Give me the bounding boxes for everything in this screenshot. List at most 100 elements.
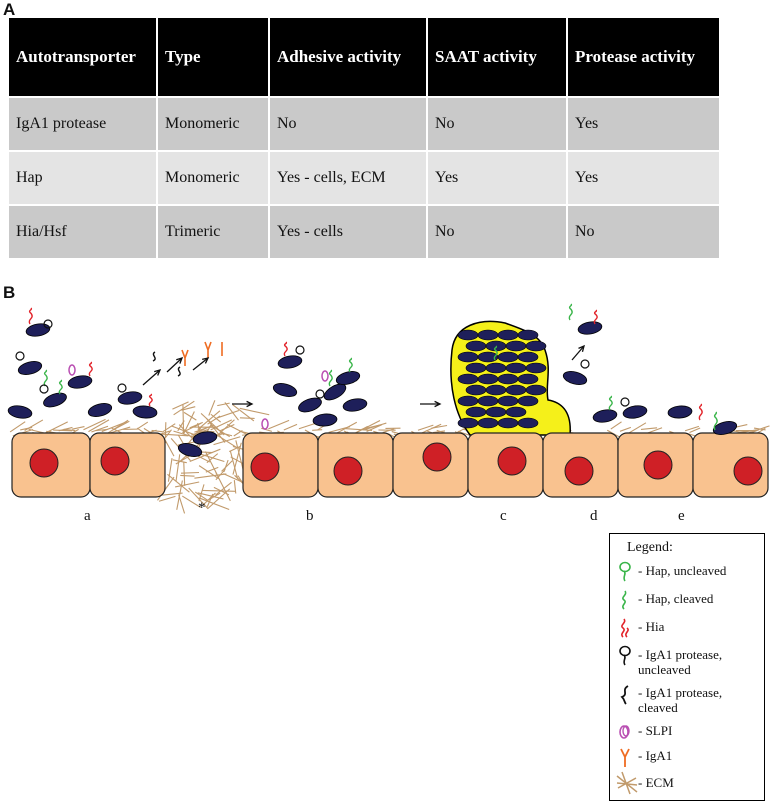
bacterium bbox=[192, 431, 218, 445]
ecm-fiber bbox=[176, 480, 183, 510]
arrow bbox=[571, 345, 585, 361]
position-label-asterisk: * bbox=[198, 500, 206, 516]
ecm-fiber bbox=[188, 487, 209, 510]
legend-text: - ECM bbox=[638, 775, 674, 790]
arrow bbox=[142, 369, 161, 386]
ecm-fiber bbox=[88, 419, 110, 433]
ecm-fiber bbox=[366, 424, 383, 433]
cell-nucleus bbox=[733, 456, 763, 486]
bacterium bbox=[87, 403, 113, 417]
table-cell: Yes bbox=[567, 150, 719, 205]
legend-item: - IgA1 protease, uncleaved bbox=[616, 645, 764, 681]
hap-cleaved-icon bbox=[622, 590, 627, 610]
ecm-fiber bbox=[219, 424, 235, 432]
ecm-fiber bbox=[171, 425, 197, 437]
biofilm-bacterium bbox=[485, 406, 507, 418]
ecm-fiber bbox=[610, 421, 622, 430]
bacterium bbox=[7, 405, 33, 419]
arrow bbox=[192, 357, 209, 371]
legend-text: - Hia bbox=[638, 619, 665, 634]
biofilm-bacterium bbox=[477, 417, 499, 429]
legend-text: - IgA1 bbox=[638, 748, 673, 763]
legend-item: - Hap, cleaved bbox=[616, 589, 764, 625]
ecm-fiber bbox=[689, 427, 701, 434]
ecm-fiber bbox=[628, 422, 647, 434]
biofilm-bacterium bbox=[477, 373, 499, 385]
iga1-protease bbox=[295, 345, 305, 355]
cell-nucleus bbox=[29, 448, 59, 478]
legend-text: - IgA1 protease, cleaved bbox=[638, 685, 723, 715]
ecm-fiber bbox=[640, 427, 658, 430]
biofilm-bacterium bbox=[465, 362, 487, 374]
ecm-fiber bbox=[283, 423, 298, 431]
autotransporter bbox=[568, 303, 573, 321]
ecm-fiber bbox=[232, 404, 255, 422]
table-cell: No bbox=[427, 204, 568, 258]
autotransporter bbox=[283, 341, 288, 357]
autotransporter bbox=[88, 361, 93, 377]
table-cell: Yes - cells, ECM bbox=[269, 150, 428, 205]
ecm-fiber bbox=[198, 465, 219, 480]
header-protease-activity: Protease activity bbox=[567, 18, 719, 97]
biofilm-bacterium bbox=[517, 373, 539, 385]
ecm-fiber bbox=[239, 407, 270, 416]
legend-item: - SLPI bbox=[616, 721, 764, 757]
bacterium bbox=[592, 409, 618, 423]
bacterium bbox=[272, 383, 298, 397]
panel-label-a: A bbox=[3, 0, 16, 19]
biofilm-bacterium bbox=[497, 395, 519, 407]
ecm-fiber bbox=[619, 426, 632, 432]
biofilm-bacterium bbox=[517, 329, 539, 341]
iga1-protease bbox=[15, 351, 25, 361]
ecm-fiber bbox=[312, 429, 323, 431]
biofilm-bacterium bbox=[505, 406, 527, 418]
ecm-fiber bbox=[198, 453, 225, 463]
biofilm-bacterium bbox=[457, 351, 479, 363]
bacterium bbox=[25, 323, 51, 337]
table-cell: No bbox=[567, 204, 719, 258]
autotransporter bbox=[593, 309, 598, 325]
legend-item: - Hia bbox=[616, 617, 764, 653]
position-label-b: b bbox=[306, 508, 314, 524]
ecm-fiber bbox=[223, 459, 229, 473]
iga1-protease-cleaved bbox=[177, 366, 181, 377]
ecm-fiber bbox=[432, 430, 446, 434]
bacterium bbox=[298, 397, 322, 413]
biofilm-bacterium bbox=[517, 417, 539, 429]
arrows bbox=[142, 344, 585, 408]
table-row: Hap Monomeric Yes - cells, ECM Yes Yes bbox=[9, 150, 719, 205]
legend-title: Legend: bbox=[627, 540, 673, 555]
bacterium bbox=[342, 398, 368, 412]
ecm-fiber bbox=[137, 421, 149, 429]
ecm-fiber bbox=[224, 402, 239, 421]
ecm-fiber bbox=[53, 429, 73, 432]
ecm-fiber bbox=[167, 473, 190, 493]
table-cell: No bbox=[269, 96, 428, 151]
table-cell: Monomeric bbox=[157, 96, 270, 151]
ecm-fiber bbox=[335, 421, 358, 435]
cell-nucleus bbox=[564, 456, 594, 486]
bacterium bbox=[335, 371, 361, 385]
table-cell: Hap bbox=[9, 150, 158, 205]
biofilm-bacterium bbox=[505, 384, 527, 396]
table-cell: Yes bbox=[427, 150, 568, 205]
bacterium bbox=[117, 391, 143, 405]
bacterium bbox=[712, 421, 738, 435]
ecm-fiber bbox=[210, 413, 222, 423]
cell-nucleus bbox=[250, 452, 280, 482]
ecm-fiber bbox=[239, 417, 255, 420]
iga1-protease-cleaved-icon bbox=[620, 685, 629, 705]
ecm-fiber bbox=[183, 411, 197, 421]
hap-uncleaved-icon bbox=[619, 561, 631, 582]
autotransporter bbox=[713, 411, 718, 431]
ecm-fiber bbox=[83, 418, 106, 431]
ecm-fiber bbox=[235, 440, 244, 470]
ecm-fiber bbox=[160, 433, 189, 437]
biofilm-bacterium bbox=[485, 362, 507, 374]
bacterium bbox=[562, 371, 588, 385]
biofilm-bacterium bbox=[517, 395, 539, 407]
ecm-fiber bbox=[200, 412, 225, 436]
bacterium bbox=[312, 413, 338, 427]
iga1 bbox=[181, 349, 189, 366]
position-label-e: e bbox=[678, 508, 685, 524]
